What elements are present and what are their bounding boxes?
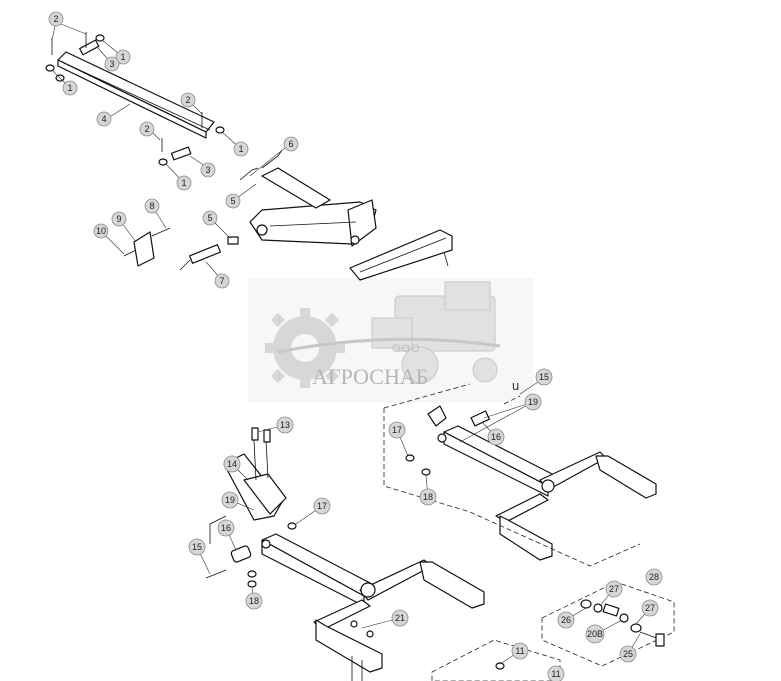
svg-text:3: 3	[109, 59, 114, 69]
watermark-prefix: ООО	[392, 343, 421, 355]
svg-text:26: 26	[561, 615, 571, 625]
callouts: 2 1 3 1 4 2 1 2 3 1 6 5 5 7 8 9 10 13 14…	[48, 11, 663, 681]
svg-text:28: 28	[649, 572, 659, 582]
svg-text:2: 2	[53, 14, 58, 24]
callout-5: 5	[202, 210, 218, 226]
svg-text:1: 1	[120, 52, 125, 62]
svg-text:6: 6	[288, 139, 293, 149]
svg-text:19: 19	[528, 397, 538, 407]
callout-7: 7	[214, 273, 230, 289]
callout-19: 19	[221, 491, 239, 509]
stray-mark: u	[512, 378, 519, 393]
svg-text:15: 15	[192, 542, 202, 552]
svg-text:17: 17	[317, 501, 327, 511]
svg-text:5: 5	[207, 213, 212, 223]
callout-26: 26	[557, 611, 575, 629]
callout-18: 18	[245, 592, 263, 610]
svg-text:18: 18	[423, 492, 433, 502]
svg-text:3: 3	[205, 165, 210, 175]
callout-5: 5	[225, 193, 241, 209]
callout-16: 16	[217, 519, 235, 537]
callout-28: 28	[645, 568, 663, 586]
callout-6: 6	[283, 136, 299, 152]
svg-text:2: 2	[144, 124, 149, 134]
callout-2: 2	[180, 92, 196, 108]
callout-11: 11	[547, 665, 565, 681]
callout-1: 1	[233, 141, 249, 157]
svg-text:11: 11	[515, 646, 524, 656]
svg-text:2: 2	[185, 95, 190, 105]
drawbar-assembly	[45, 32, 225, 166]
svg-text:1: 1	[238, 144, 243, 154]
callout-16: 16	[487, 428, 505, 446]
svg-text:5: 5	[230, 196, 235, 206]
svg-text:14: 14	[227, 459, 237, 469]
watermark: ООО АГРОСНАБ	[248, 278, 533, 403]
callout-4: 4	[96, 111, 112, 127]
lower-frame-assembly	[205, 427, 485, 681]
callout-20B: 20B	[585, 624, 605, 644]
callout-17: 17	[388, 421, 406, 439]
callout-10: 10	[93, 223, 109, 239]
callout-8: 8	[144, 198, 160, 214]
svg-text:1: 1	[67, 83, 72, 93]
callout-14: 14	[223, 455, 241, 473]
svg-text:18: 18	[249, 596, 259, 606]
svg-text:19: 19	[225, 495, 235, 505]
callout-1: 1	[62, 80, 78, 96]
svg-text:27: 27	[609, 584, 619, 594]
svg-text:10: 10	[96, 226, 106, 236]
callout-9: 9	[111, 211, 127, 227]
svg-text:7: 7	[219, 276, 224, 286]
svg-text:9: 9	[116, 214, 121, 224]
callout-21: 21	[391, 609, 409, 627]
svg-text:11: 11	[551, 669, 560, 679]
callout-15: 15	[188, 538, 206, 556]
callout-1: 1	[115, 49, 131, 65]
callout-19: 19	[524, 393, 542, 411]
callout-27: 27	[605, 580, 623, 598]
callout-18: 18	[419, 488, 437, 506]
svg-text:8: 8	[149, 201, 154, 211]
svg-text:15: 15	[539, 372, 549, 382]
callout-3: 3	[104, 56, 120, 72]
svg-text:25: 25	[623, 649, 633, 659]
callout-17: 17	[313, 497, 331, 515]
callout-13: 13	[276, 416, 294, 434]
hitch-assembly	[123, 149, 453, 281]
svg-text:16: 16	[221, 523, 231, 533]
svg-text:1: 1	[181, 178, 186, 188]
svg-text:27: 27	[645, 603, 655, 613]
callout-11: 11	[511, 642, 529, 660]
callout-2: 2	[139, 121, 155, 137]
combine-harvester-silhouette	[371, 281, 498, 384]
svg-text:4: 4	[101, 114, 106, 124]
svg-text:16: 16	[491, 432, 501, 442]
watermark-company-name: АГРОСНАБ	[312, 364, 428, 389]
callout-3: 3	[200, 162, 216, 178]
callout-15: 15	[535, 368, 553, 386]
svg-text:17: 17	[392, 425, 402, 435]
callout-1: 1	[176, 175, 192, 191]
callout-2: 2	[48, 11, 64, 27]
svg-text:21: 21	[395, 613, 405, 623]
svg-text:20B: 20B	[587, 629, 603, 639]
callout-27: 27	[641, 599, 659, 617]
svg-text:13: 13	[280, 420, 290, 430]
callout-25: 25	[619, 645, 637, 663]
upper-frame-assembly	[383, 383, 657, 567]
